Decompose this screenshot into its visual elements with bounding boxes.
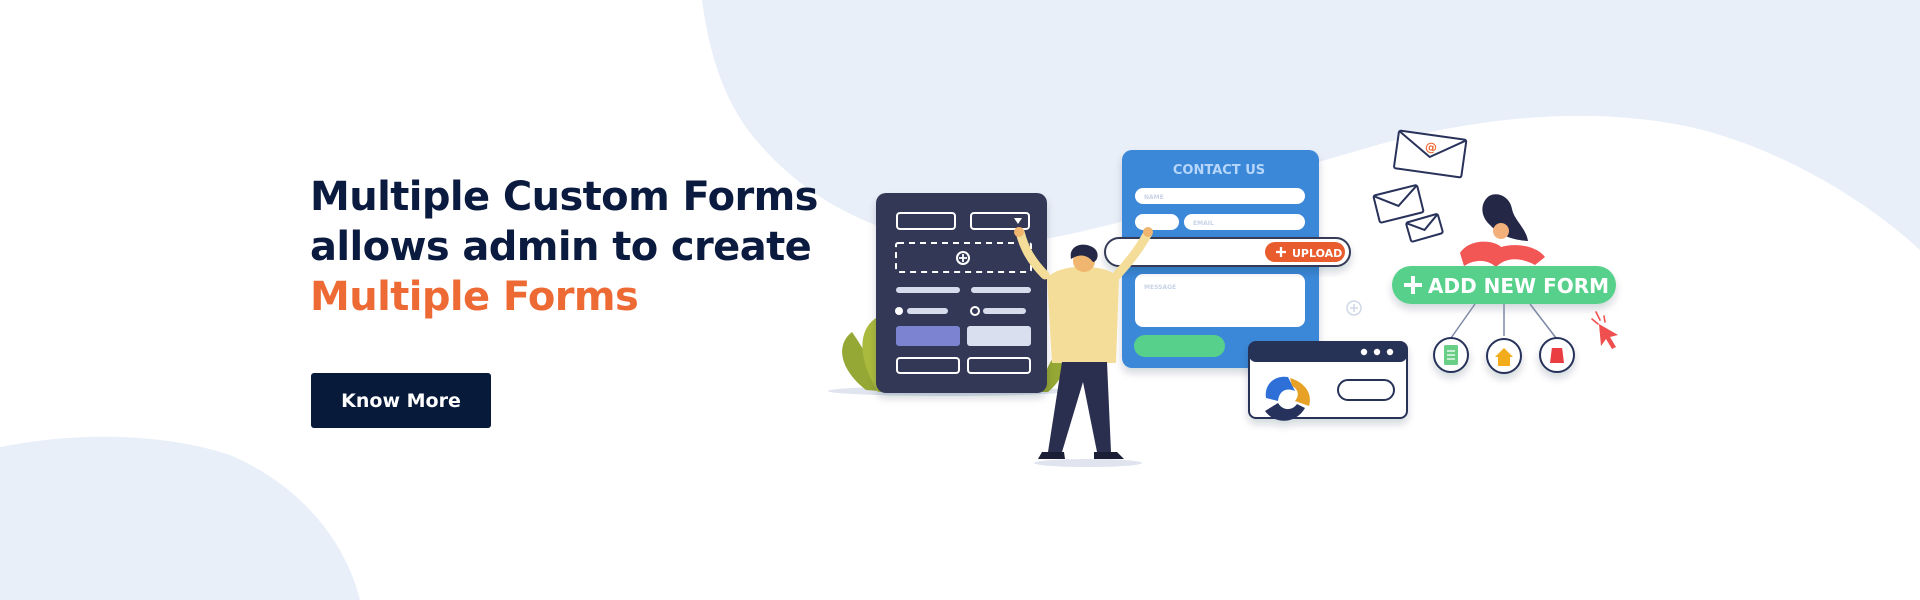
recaptcha-icon-gray <box>1265 403 1305 421</box>
form-type-icons <box>1433 337 1575 374</box>
home-icon <box>1495 348 1513 366</box>
envelope-icon <box>1372 184 1425 224</box>
chevron-down-icon <box>1014 218 1022 224</box>
email-symbol: @ <box>1424 139 1438 155</box>
captcha-checkbox <box>1337 379 1395 401</box>
person-hair <box>1070 244 1098 262</box>
hero-copy: Multiple Custom Forms allows admin to cr… <box>310 172 830 322</box>
envelope-body <box>1405 213 1444 243</box>
upload-label: UPLOAD <box>1292 247 1342 260</box>
builder-outline-block <box>896 357 960 374</box>
envelope-flap <box>1399 130 1466 159</box>
headline-line-2: allows admin to create <box>310 224 812 270</box>
envelope-body <box>1393 129 1468 179</box>
builder-outline-block <box>967 357 1031 374</box>
message-placeholder: MESSAGE <box>1144 284 1176 291</box>
recaptcha-icon-blue <box>1265 376 1295 401</box>
plus-icon <box>959 254 967 262</box>
top-right-background-blob <box>702 0 1920 250</box>
message-textarea <box>1135 274 1305 327</box>
person-right-hand <box>1143 227 1153 237</box>
connector-line <box>1450 303 1476 339</box>
plus-icon <box>1404 276 1422 294</box>
contact-form-title: CONTACT US <box>1173 163 1265 178</box>
captcha-window-header <box>1249 342 1407 362</box>
builder-active-block <box>896 326 960 346</box>
radio-label-bar <box>907 308 948 314</box>
admin-person <box>1014 227 1153 459</box>
window-dot-icon <box>1373 348 1381 356</box>
document-form-type <box>1433 337 1469 373</box>
woman-character <box>1460 194 1545 267</box>
short-input <box>1135 214 1179 230</box>
connector-line <box>1529 303 1557 339</box>
cursor-icon <box>1591 311 1618 349</box>
home-form-type <box>1486 338 1522 374</box>
window-dot-icon <box>1386 348 1394 356</box>
email-placeholder: EMAIL <box>1193 220 1214 227</box>
window-dot-icon <box>1360 348 1368 356</box>
radio-option-icon <box>895 307 903 315</box>
upload-field: UPLOAD <box>1104 237 1351 267</box>
plus-circle-icon <box>956 251 970 265</box>
email-envelopes: @ <box>1372 129 1468 243</box>
builder-text-field <box>896 212 956 230</box>
plus-icon <box>1276 247 1286 257</box>
envelope-flap <box>1406 214 1438 232</box>
person-shadow <box>1034 459 1142 467</box>
captcha-window <box>1248 341 1408 421</box>
person-left-hand <box>1014 227 1024 237</box>
submit-button <box>1134 335 1225 357</box>
bucket-icon <box>1550 347 1564 363</box>
add-new-form-button-background <box>1392 266 1616 304</box>
document-lines <box>1447 350 1455 360</box>
add-new-form-label: ADD NEW FORM <box>1428 274 1609 298</box>
form-type-connectors <box>1450 303 1557 339</box>
radio-option-icon <box>970 306 980 316</box>
headline-line-1: Multiple Custom Forms <box>310 174 818 220</box>
envelope-icon: @ <box>1393 129 1468 179</box>
headline-accent: Multiple Forms <box>310 274 639 320</box>
add-new-form-button: ADD NEW FORM <box>1392 266 1616 304</box>
person-legs <box>1048 362 1111 452</box>
builder-select-field <box>970 212 1030 230</box>
headline: Multiple Custom Forms allows admin to cr… <box>310 172 830 322</box>
cursor-click-lines <box>1591 311 1606 325</box>
know-more-button[interactable]: Know More <box>311 373 491 428</box>
woman-hair <box>1482 194 1528 241</box>
email-input <box>1184 214 1305 230</box>
name-placeholder: NAME <box>1144 194 1164 201</box>
builder-light-block <box>967 326 1031 346</box>
bucket-top <box>1551 345 1563 348</box>
plus-icon <box>1350 304 1358 312</box>
plus-circle-icon <box>1346 300 1362 316</box>
builder-line-field <box>896 287 960 293</box>
woman-top <box>1460 241 1545 267</box>
cursor-arrow <box>1599 324 1618 349</box>
person-left-shoe <box>1038 452 1065 459</box>
upload-button <box>1265 242 1345 262</box>
recaptcha-icon-gold <box>1290 378 1310 406</box>
bucket-form-type <box>1539 337 1575 373</box>
person-torso <box>1047 266 1119 363</box>
envelope-flap <box>1374 185 1417 208</box>
envelope-icon <box>1405 213 1444 243</box>
builder-line-field <box>971 287 1031 293</box>
person-right-shoe <box>1094 452 1124 459</box>
radio-label-bar <box>983 308 1026 314</box>
name-input <box>1135 188 1305 204</box>
envelope-body <box>1372 184 1425 224</box>
bottom-left-background-blob <box>0 436 360 600</box>
woman-face <box>1493 223 1509 239</box>
form-builder-panel <box>876 193 1047 393</box>
